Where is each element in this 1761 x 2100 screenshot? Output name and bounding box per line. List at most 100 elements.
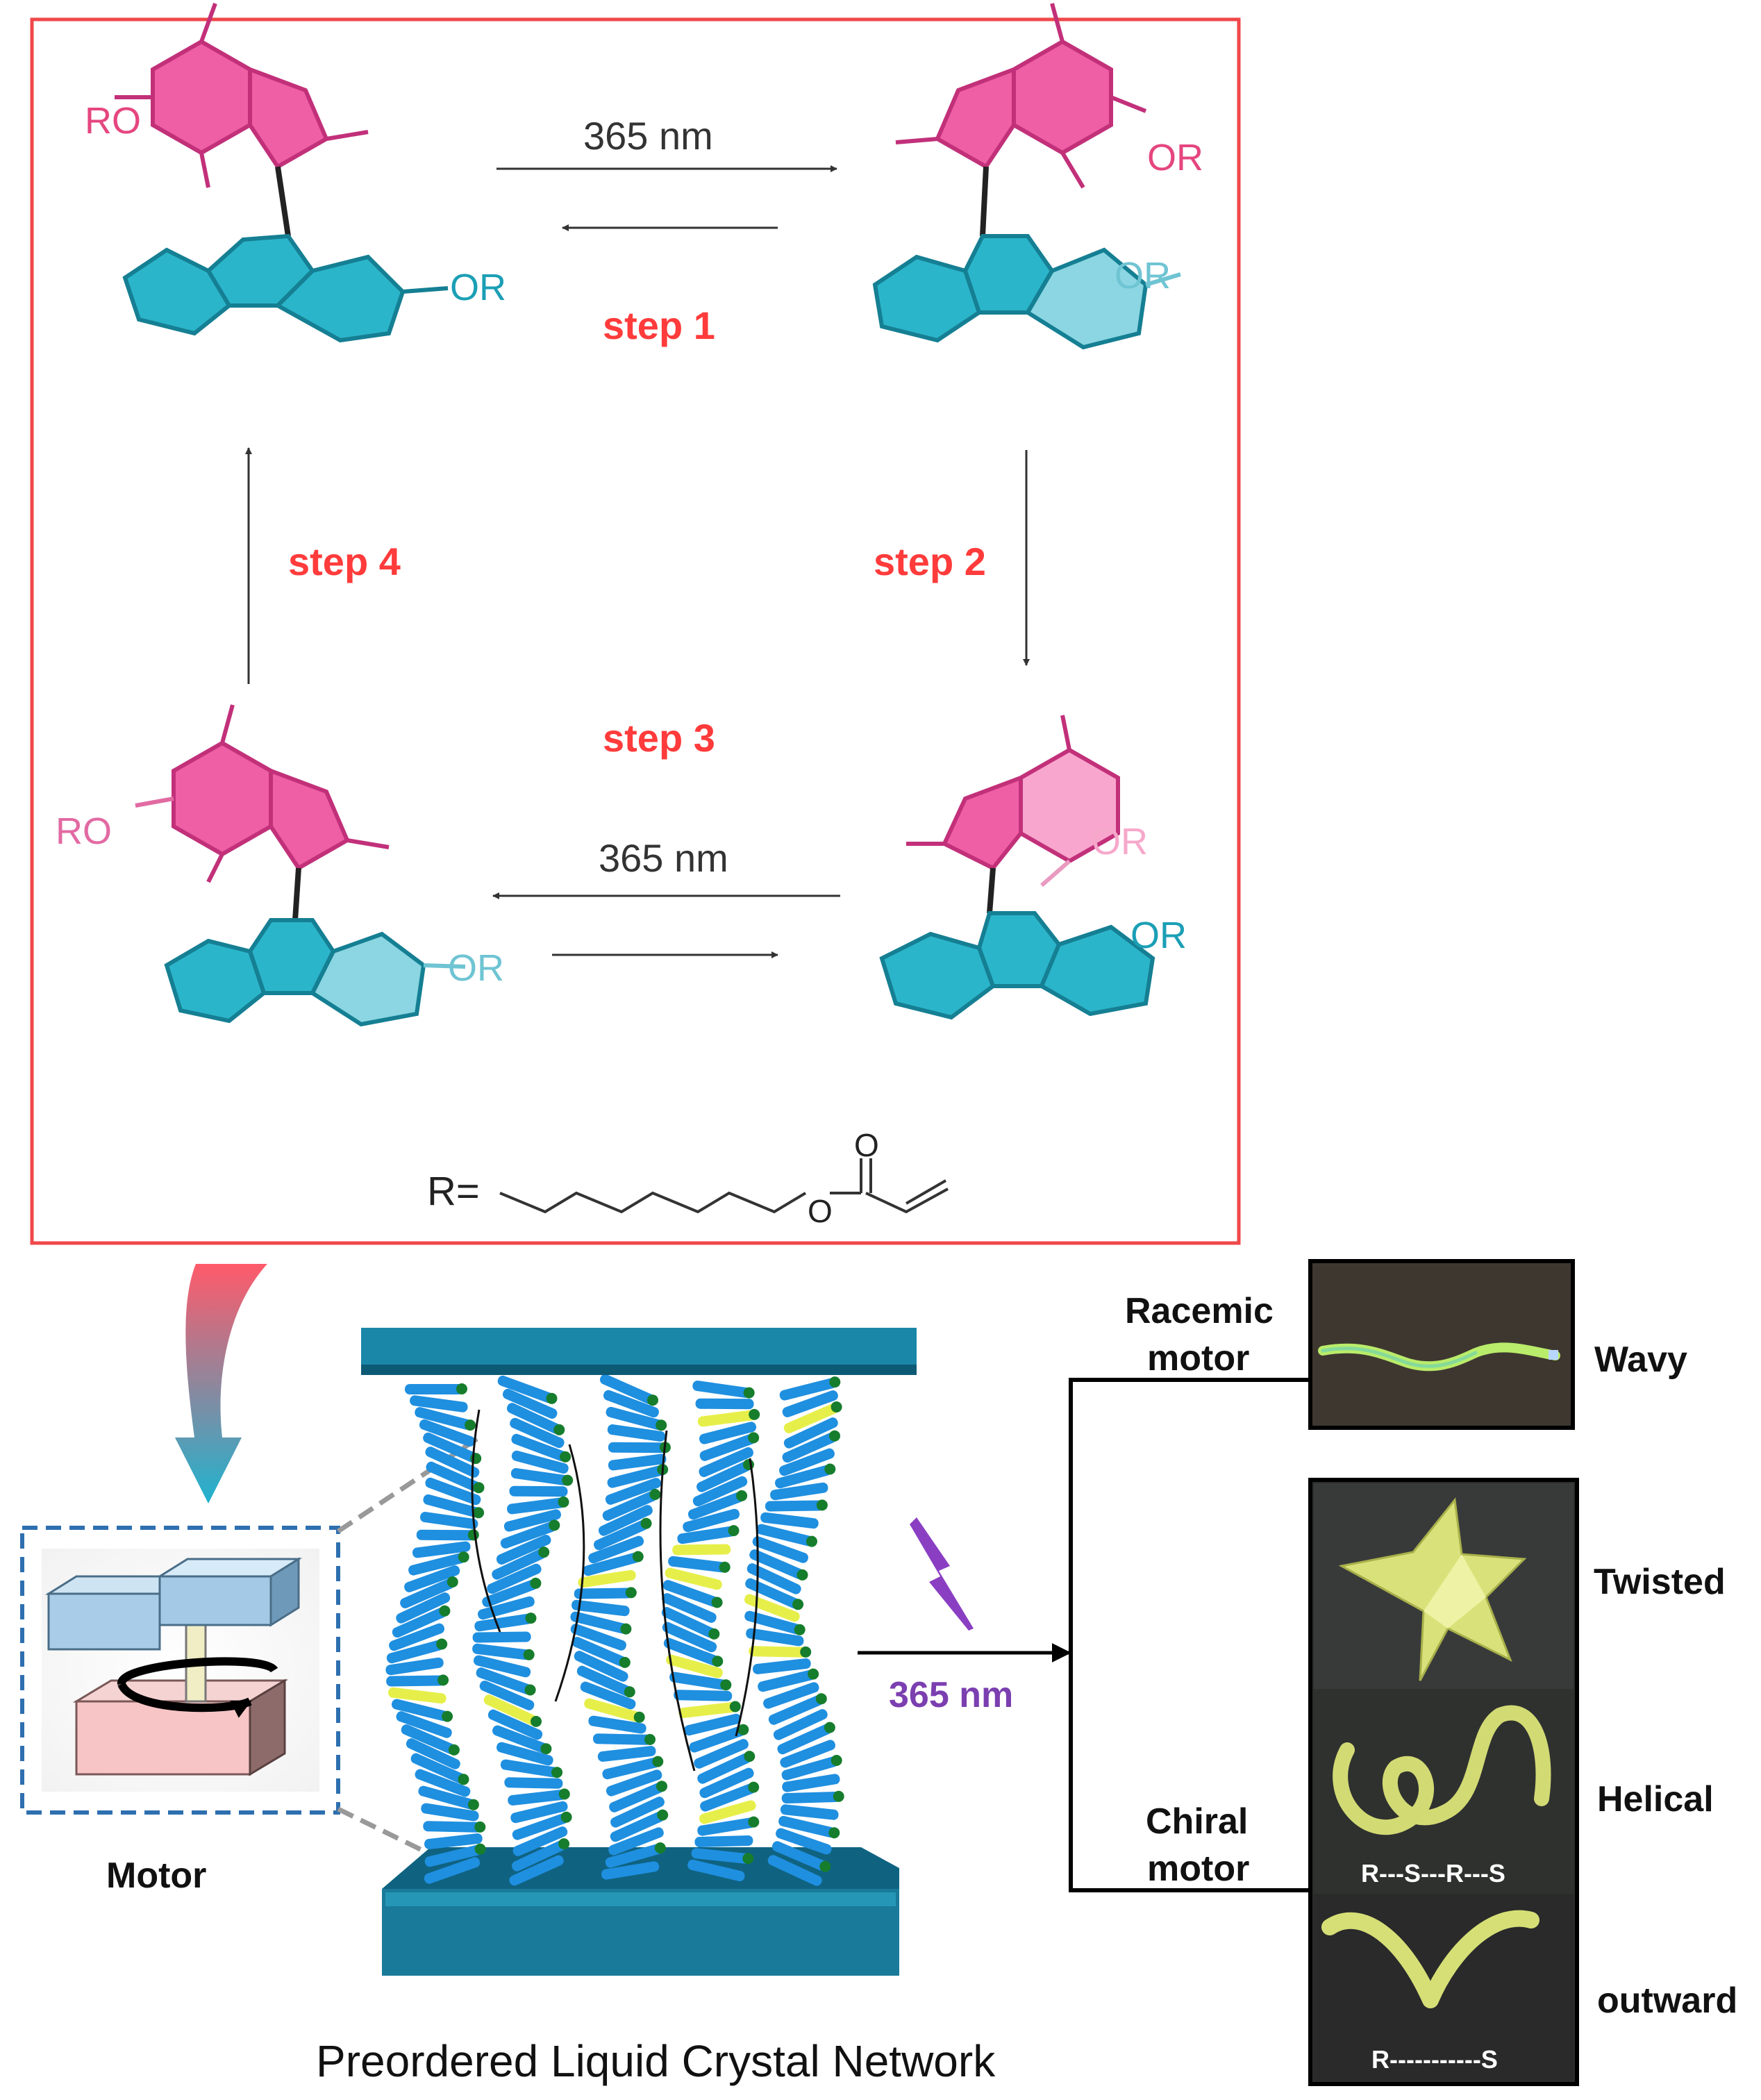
lc-terminal-dot <box>558 1838 570 1850</box>
tr-cyan-substituent: OR <box>1115 255 1171 297</box>
lc-mesogen <box>385 1657 444 1676</box>
lc-terminal-dot <box>708 1628 720 1640</box>
lc-mesogen <box>695 1398 754 1410</box>
lc-mesogen <box>588 1715 646 1734</box>
lc-mesogen <box>512 1840 566 1872</box>
lc-mesogen <box>511 1433 567 1462</box>
wavelength-top: 365 nm <box>583 114 713 158</box>
lc-terminal-dot <box>831 1401 842 1412</box>
lc-mesogen <box>391 1699 449 1722</box>
lightning-icon <box>910 1517 974 1631</box>
lc-terminal-dot <box>831 1755 842 1766</box>
lc-terminal-dot <box>437 1674 449 1686</box>
racemic-label-line2: motor <box>1147 1338 1249 1378</box>
lc-mesogen <box>699 1767 754 1799</box>
lc-mesogen <box>689 1726 745 1753</box>
lc-mesogen <box>599 1374 655 1405</box>
lc-terminal-dot <box>744 1751 756 1762</box>
lc-terminal-dot <box>625 1587 637 1599</box>
r-group-label: R= <box>427 1169 480 1214</box>
lc-terminal-dot <box>558 1788 570 1800</box>
lc-mesogen <box>607 1424 666 1442</box>
tl-cyan-substituent: OR <box>450 267 506 308</box>
lc-mesogen <box>503 1509 561 1532</box>
lc-terminal-dot <box>458 1774 469 1785</box>
lc-mesogen <box>401 1724 456 1754</box>
lc-mesogen <box>510 1801 568 1824</box>
lc-mesogen <box>508 1790 566 1806</box>
lc-mesogens <box>385 1374 844 1886</box>
lc-mesogen <box>396 1711 452 1738</box>
lc-mesogen <box>678 1702 737 1718</box>
lc-mesogen <box>597 1746 656 1762</box>
lc-mesogen <box>388 1687 446 1704</box>
lc-mesogen <box>777 1724 832 1755</box>
lc-terminal-dot <box>729 1701 741 1712</box>
lc-mesogen <box>746 1628 804 1647</box>
bl-cyan-substituent: OR <box>448 947 504 989</box>
lc-terminal-dot <box>743 1387 755 1399</box>
lc-terminal-dot <box>808 1668 819 1680</box>
lc-mesogen <box>603 1390 659 1418</box>
network-caption: Preordered Liquid Crystal Network <box>316 2036 996 2086</box>
lc-terminal-dot <box>562 1474 574 1486</box>
step-1-label: step 1 <box>603 303 715 347</box>
lc-mesogen <box>610 1797 665 1828</box>
lc-terminal-dot <box>644 1733 656 1745</box>
lc-mesogen <box>571 1599 630 1617</box>
lc-mesogen <box>602 1490 658 1521</box>
zoom-line-bottom <box>337 1806 446 1864</box>
tl-pink-substituent: RO <box>85 100 141 142</box>
lc-terminal-dot <box>448 1744 460 1756</box>
step-4-label: step 4 <box>288 540 401 583</box>
lc-mesogen <box>405 1384 463 1394</box>
lc-terminal-dot <box>824 1722 835 1733</box>
lc-mesogen <box>500 1759 559 1778</box>
molecule-top-left <box>115 2 449 343</box>
lc-network <box>361 1328 917 1976</box>
lc-mesogen <box>700 1783 756 1812</box>
motor-illustration <box>44 1557 303 1776</box>
lc-terminal-dot <box>720 1679 732 1691</box>
lc-mesogen <box>767 1855 822 1886</box>
lc-mesogen <box>410 1395 468 1412</box>
lc-mesogen <box>509 1855 564 1886</box>
lc-terminal-dot <box>742 1853 754 1865</box>
lc-mesogen <box>421 1803 479 1822</box>
lc-mesogen <box>418 1785 476 1810</box>
molecule-bottom-right <box>879 715 1155 1020</box>
lc-mesogen <box>487 1709 543 1740</box>
lc-mesogen <box>594 1519 649 1551</box>
r-group-carbonyl-oxygen: O <box>854 1127 879 1163</box>
lc-terminal-dot <box>619 1656 631 1668</box>
lc-mesogen <box>771 1841 827 1871</box>
lc-mesogen <box>496 1534 551 1565</box>
lc-mesogen <box>781 1791 840 1804</box>
lc-terminal-dot <box>649 1489 661 1500</box>
lc-terminal-dot <box>796 1569 808 1581</box>
lc-mesogen <box>782 1774 840 1792</box>
lc-mesogen <box>782 1390 838 1417</box>
lc-mesogen <box>687 1492 744 1520</box>
lc-terminal-dot <box>806 1535 817 1547</box>
lc-terminal-dot <box>525 1612 537 1624</box>
lc-mesogen <box>424 1844 482 1867</box>
lc-mesogen <box>512 1826 568 1856</box>
lc-terminal-dot <box>815 1693 827 1705</box>
lc-terminal-dot <box>819 1860 831 1872</box>
lc-terminal-dot <box>749 1408 760 1420</box>
step-2-label: step 2 <box>874 540 986 583</box>
lc-mesogen <box>607 1465 665 1488</box>
lc-mesogen <box>699 1422 757 1444</box>
bl-pink-substituent: RO <box>56 810 112 852</box>
outward-rs-sequence: R-----------S <box>1371 2045 1498 2074</box>
outcome-bracket <box>1069 1378 1309 1892</box>
lc-mesogen <box>512 1813 569 1840</box>
lc-mesogen <box>423 1821 482 1833</box>
lc-terminal-dot <box>633 1711 645 1723</box>
lc-mesogen <box>511 1450 569 1474</box>
lc-mesogen <box>669 1672 728 1690</box>
lc-mesogen <box>782 1432 837 1463</box>
lc-mesogen <box>668 1556 726 1573</box>
lc-mesogen <box>758 1669 815 1692</box>
